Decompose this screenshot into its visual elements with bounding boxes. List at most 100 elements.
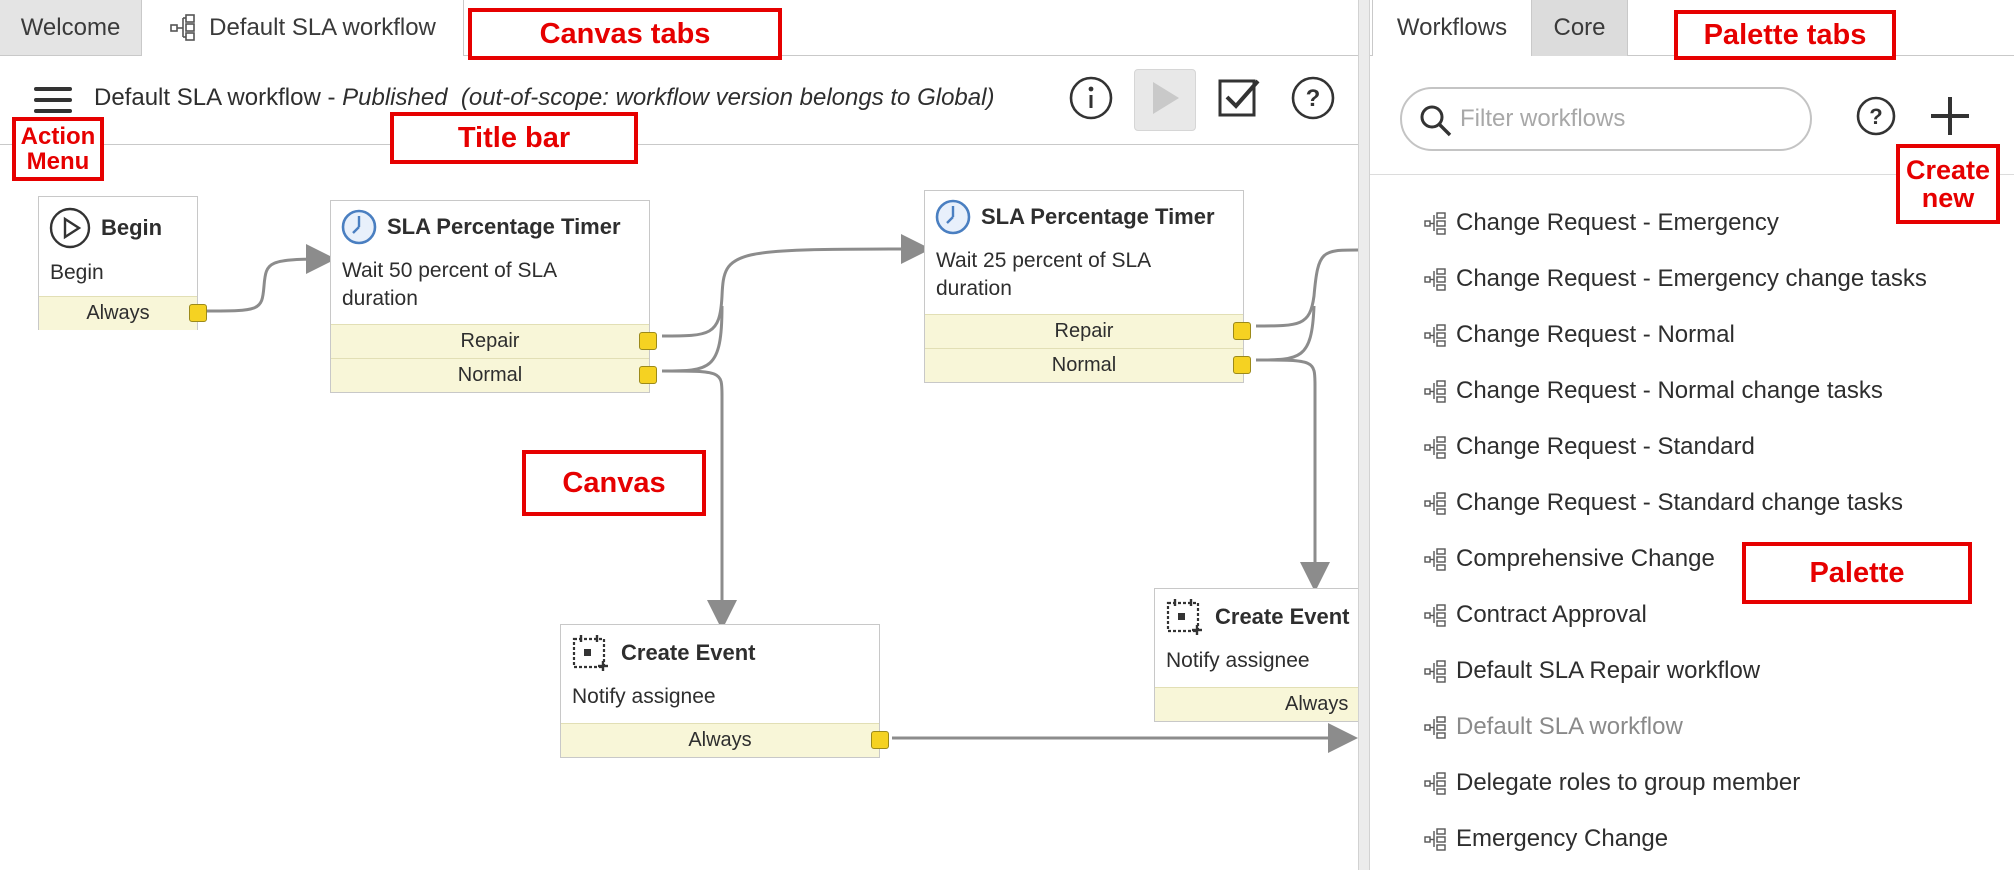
workflow-icon [1424,491,1448,515]
workflow-icon [1424,715,1448,739]
clock-icon [341,209,377,245]
workflow-icon [1424,659,1448,683]
palette-item-label: Change Request - Normal [1456,321,1735,348]
exit-repair[interactable]: Repair [331,324,657,358]
palette-item[interactable]: Change Request - Emergency [1424,203,1779,243]
palette-item-label: Default SLA Repair workflow [1456,657,1761,684]
annotation-text: Canvas [562,466,666,499]
palette-item-label: Comprehensive Change [1456,545,1715,572]
node-create-event[interactable]: Create Event Notify assignee Always [560,624,889,758]
palette-item[interactable]: Change Request - Emergency change tasks [1424,259,1927,299]
workflow-icon [1424,379,1448,403]
annotation-palette-tabs: Palette tabs [1674,10,1896,60]
filter-workflows-input[interactable] [1460,99,1800,139]
tab-label: Workflows [1396,14,1508,41]
workflow-name: Default SLA workflow [94,84,321,111]
annotation-create-new: Create new [1896,144,2000,224]
create-new-button[interactable] [1926,94,1974,142]
node-create-event[interactable]: Create Event Notify assignee Always [1154,588,1358,722]
palette-item-label: Delegate roles to group member [1456,769,1801,796]
node-body: Wait 50 percent of SLA duration [342,259,557,310]
palette-item[interactable]: Default SLA Repair workflow [1424,651,1760,691]
exit-port[interactable] [639,332,657,350]
exit-normal[interactable]: Normal [331,358,657,392]
palette-item-label: Change Request - Emergency [1456,209,1779,236]
palette-item[interactable]: Emergency Change [1424,819,1668,859]
exit-always[interactable]: Always [1155,687,1358,721]
palette-item[interactable]: Default SLA workflow [1424,707,1683,747]
tab-welcome[interactable]: Welcome [0,0,142,56]
search-icon [1418,103,1454,144]
panel-splitter[interactable] [1358,0,1370,870]
help-icon: ? [1290,75,1336,126]
annotation-title-bar: Title bar [390,112,638,164]
calendar-add-icon [1165,597,1205,637]
node-header: Begin [49,207,162,249]
exit-port[interactable] [189,304,207,322]
exit-repair[interactable]: Repair [925,314,1251,348]
exit-label: Always [86,302,150,324]
palette-item[interactable]: Comprehensive Change [1424,539,1715,579]
workflow-icon [1424,771,1448,795]
node-title: Create Event [621,640,756,665]
svg-text:?: ? [1306,85,1321,112]
node-header: Create Event [1165,597,1350,637]
workflow-icon [1424,827,1448,851]
action-menu-icon[interactable] [34,87,72,117]
plus-icon [1928,94,1972,143]
exit-always[interactable]: Always [39,296,207,330]
tab-workflows[interactable]: Workflows [1372,0,1532,56]
workflow-icon [169,13,199,43]
run-button[interactable] [1134,69,1196,131]
tab-core[interactable]: Core [1532,0,1628,56]
tab-label: Default SLA workflow [209,14,436,41]
exit-port[interactable] [1233,322,1251,340]
exit-label: Always [688,729,752,751]
palette-item[interactable]: Change Request - Standard [1424,427,1755,467]
exit-port[interactable] [1233,356,1251,374]
palette-item[interactable]: Contract Approval [1424,595,1647,635]
workflow-status: Published (out-of-scope: workflow versio… [342,84,995,111]
node-sla-percentage-timer[interactable]: SLA Percentage Timer Wait 25 percent of … [924,190,1251,383]
annotation-text: Menu [26,148,90,175]
palette-item[interactable]: Change Request - Normal change tasks [1424,371,1883,411]
help-button[interactable]: ? [1282,69,1344,131]
node-header: SLA Percentage Timer [935,199,1215,235]
workflow-icon [1424,211,1448,235]
node-title: SLA Percentage Timer [981,204,1215,229]
workflow-icon [1424,435,1448,459]
workflow-search-box[interactable] [1400,87,1812,151]
node-body: Wait 25 percent of SLA duration [936,249,1151,300]
info-icon [1068,75,1114,126]
palette-item-label: Change Request - Normal change tasks [1456,377,1883,404]
annotation-text: Palette tabs [1703,18,1867,51]
node-begin[interactable]: Begin Begin Always [38,196,207,330]
palette-item[interactable]: Delegate roles to group member [1424,763,1800,803]
node-title: Create Event [1215,604,1350,629]
palette-item-label: Emergency Change [1456,825,1669,852]
annotation-text: Create [1905,154,1991,185]
palette-help-button[interactable]: ? [1852,94,1900,142]
node-header: Create Event [571,633,756,673]
palette-item-label: Contract Approval [1456,601,1647,628]
exit-normal[interactable]: Normal [925,348,1251,382]
info-button[interactable] [1060,69,1122,131]
connector-lines [203,234,1358,753]
exit-port[interactable] [639,366,657,384]
exit-always[interactable]: Always [561,723,889,757]
palette-item[interactable]: Change Request - Standard change tasks [1424,483,1903,523]
validate-icon [1216,75,1262,126]
annotation-action-menu: Action Menu [12,117,104,181]
annotation-canvas-tabs: Canvas tabs [468,8,782,60]
exit-port[interactable] [871,731,889,749]
tab-label: Core [1553,14,1606,41]
node-body: Notify assignee [1166,649,1310,672]
tab-default-sla-workflow[interactable]: Default SLA workflow [142,0,464,56]
palette-item[interactable]: Change Request - Normal [1424,315,1735,355]
validate-button[interactable] [1208,69,1270,131]
workflow-title: Default SLA workflow - Published (out-of… [94,84,994,112]
title-separator: - [320,84,343,111]
annotation-text: Palette [1809,556,1905,589]
node-sla-percentage-timer[interactable]: SLA Percentage Timer Wait 50 percent of … [330,200,657,393]
workflow-icon [1424,603,1448,627]
